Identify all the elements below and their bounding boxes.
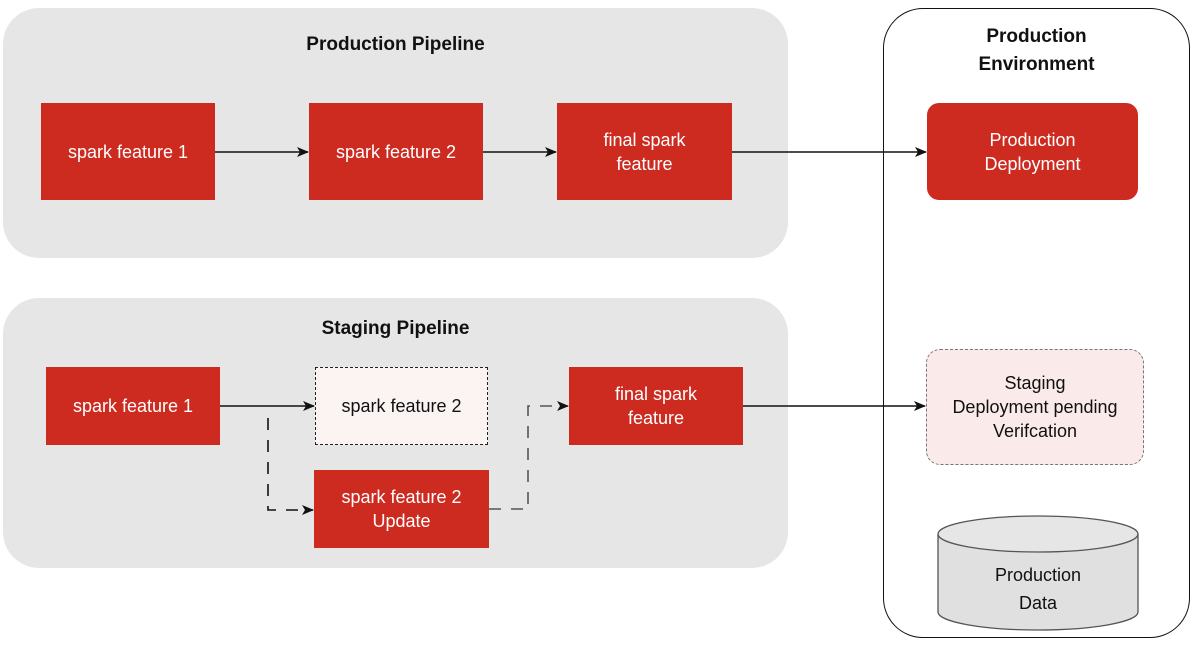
production-data-label: Production Data xyxy=(994,565,1082,613)
prod-final-spark-feature[interactable]: final spark feature xyxy=(557,103,732,200)
production-data-cylinder-icon xyxy=(937,515,1139,631)
production-environment-title: Production Environment xyxy=(978,26,1095,75)
staging-final-spark-feature[interactable]: final spark feature xyxy=(569,367,743,445)
prod-spark-feature-1[interactable]: spark feature 1 xyxy=(41,103,215,200)
staging-deployment-pending[interactable]: Staging Deployment pending Verifcation xyxy=(926,349,1144,465)
staging-spark-feature-2-update[interactable]: spark feature 2 Update xyxy=(314,470,489,548)
arrow-staging-f1-to-f2-update xyxy=(267,418,314,515)
arrow-staging-update-to-final xyxy=(489,401,569,510)
production-deployment[interactable]: Production Deployment xyxy=(927,103,1138,200)
staging-pipeline-title: Staging Pipeline xyxy=(321,318,470,339)
staging-spark-feature-1[interactable]: spark feature 1 xyxy=(46,367,220,445)
production-pipeline-title: Production Pipeline xyxy=(306,34,485,55)
prod-spark-feature-2[interactable]: spark feature 2 xyxy=(309,103,483,200)
staging-spark-feature-2[interactable]: spark feature 2 xyxy=(315,367,488,445)
